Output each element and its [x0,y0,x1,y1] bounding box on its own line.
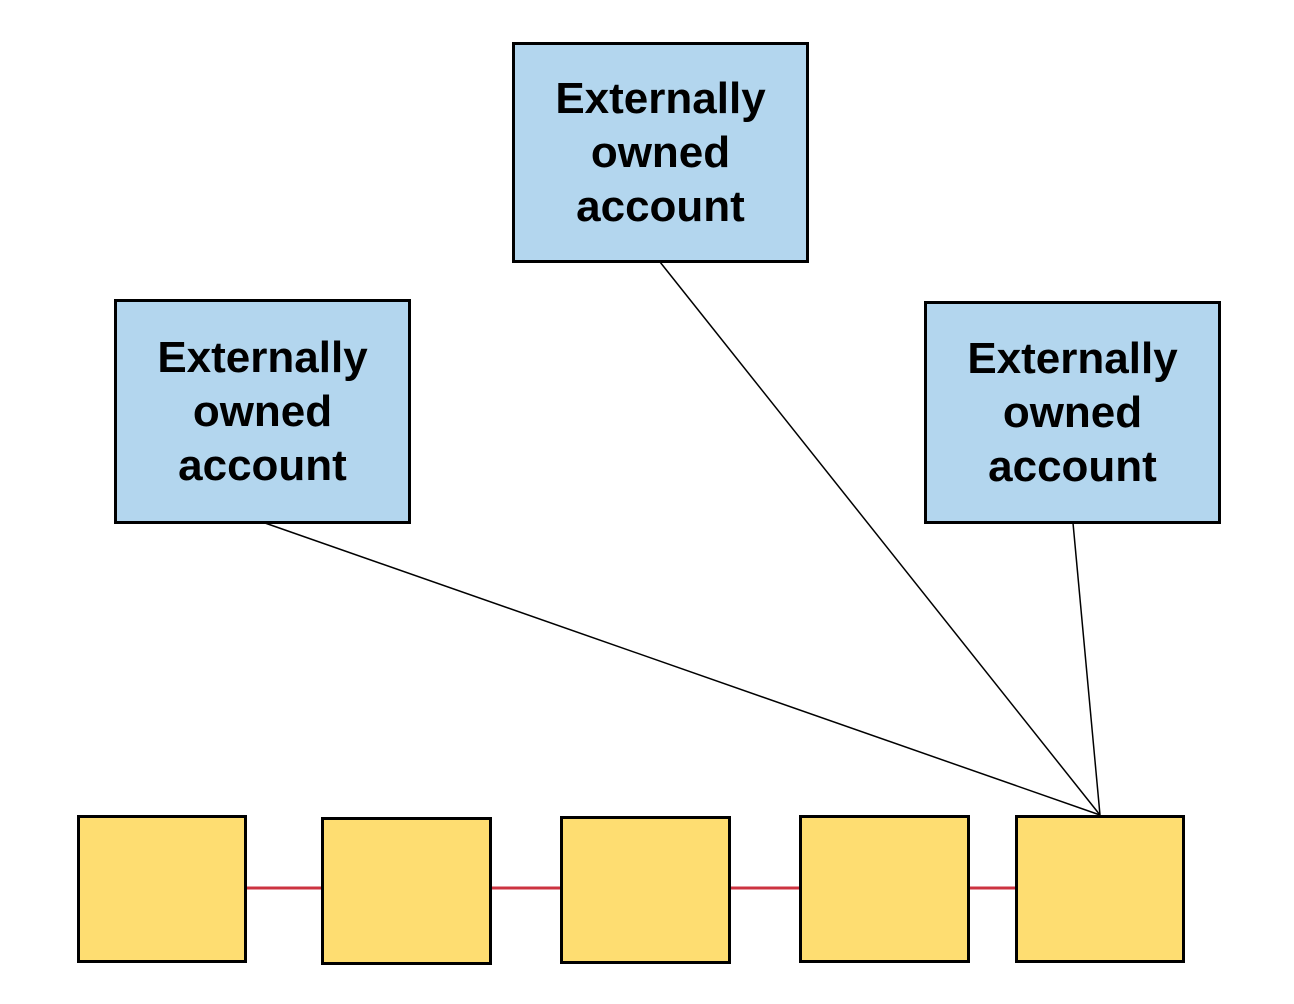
chain-block [321,817,492,965]
connector-line [659,261,1101,816]
connector-line [264,522,1101,816]
externally-owned-account-box: Externally owned account [924,301,1221,524]
chain-block [77,815,247,963]
chain-block [560,816,731,964]
chain-block [799,815,970,963]
account-label: Externally owned account [555,73,766,231]
connector-line [1072,522,1101,816]
chain-block [1015,815,1185,963]
externally-owned-account-box: Externally owned account [512,42,809,263]
account-label: Externally owned account [157,332,368,490]
externally-owned-account-box: Externally owned account [114,299,411,524]
account-label: Externally owned account [967,333,1178,491]
